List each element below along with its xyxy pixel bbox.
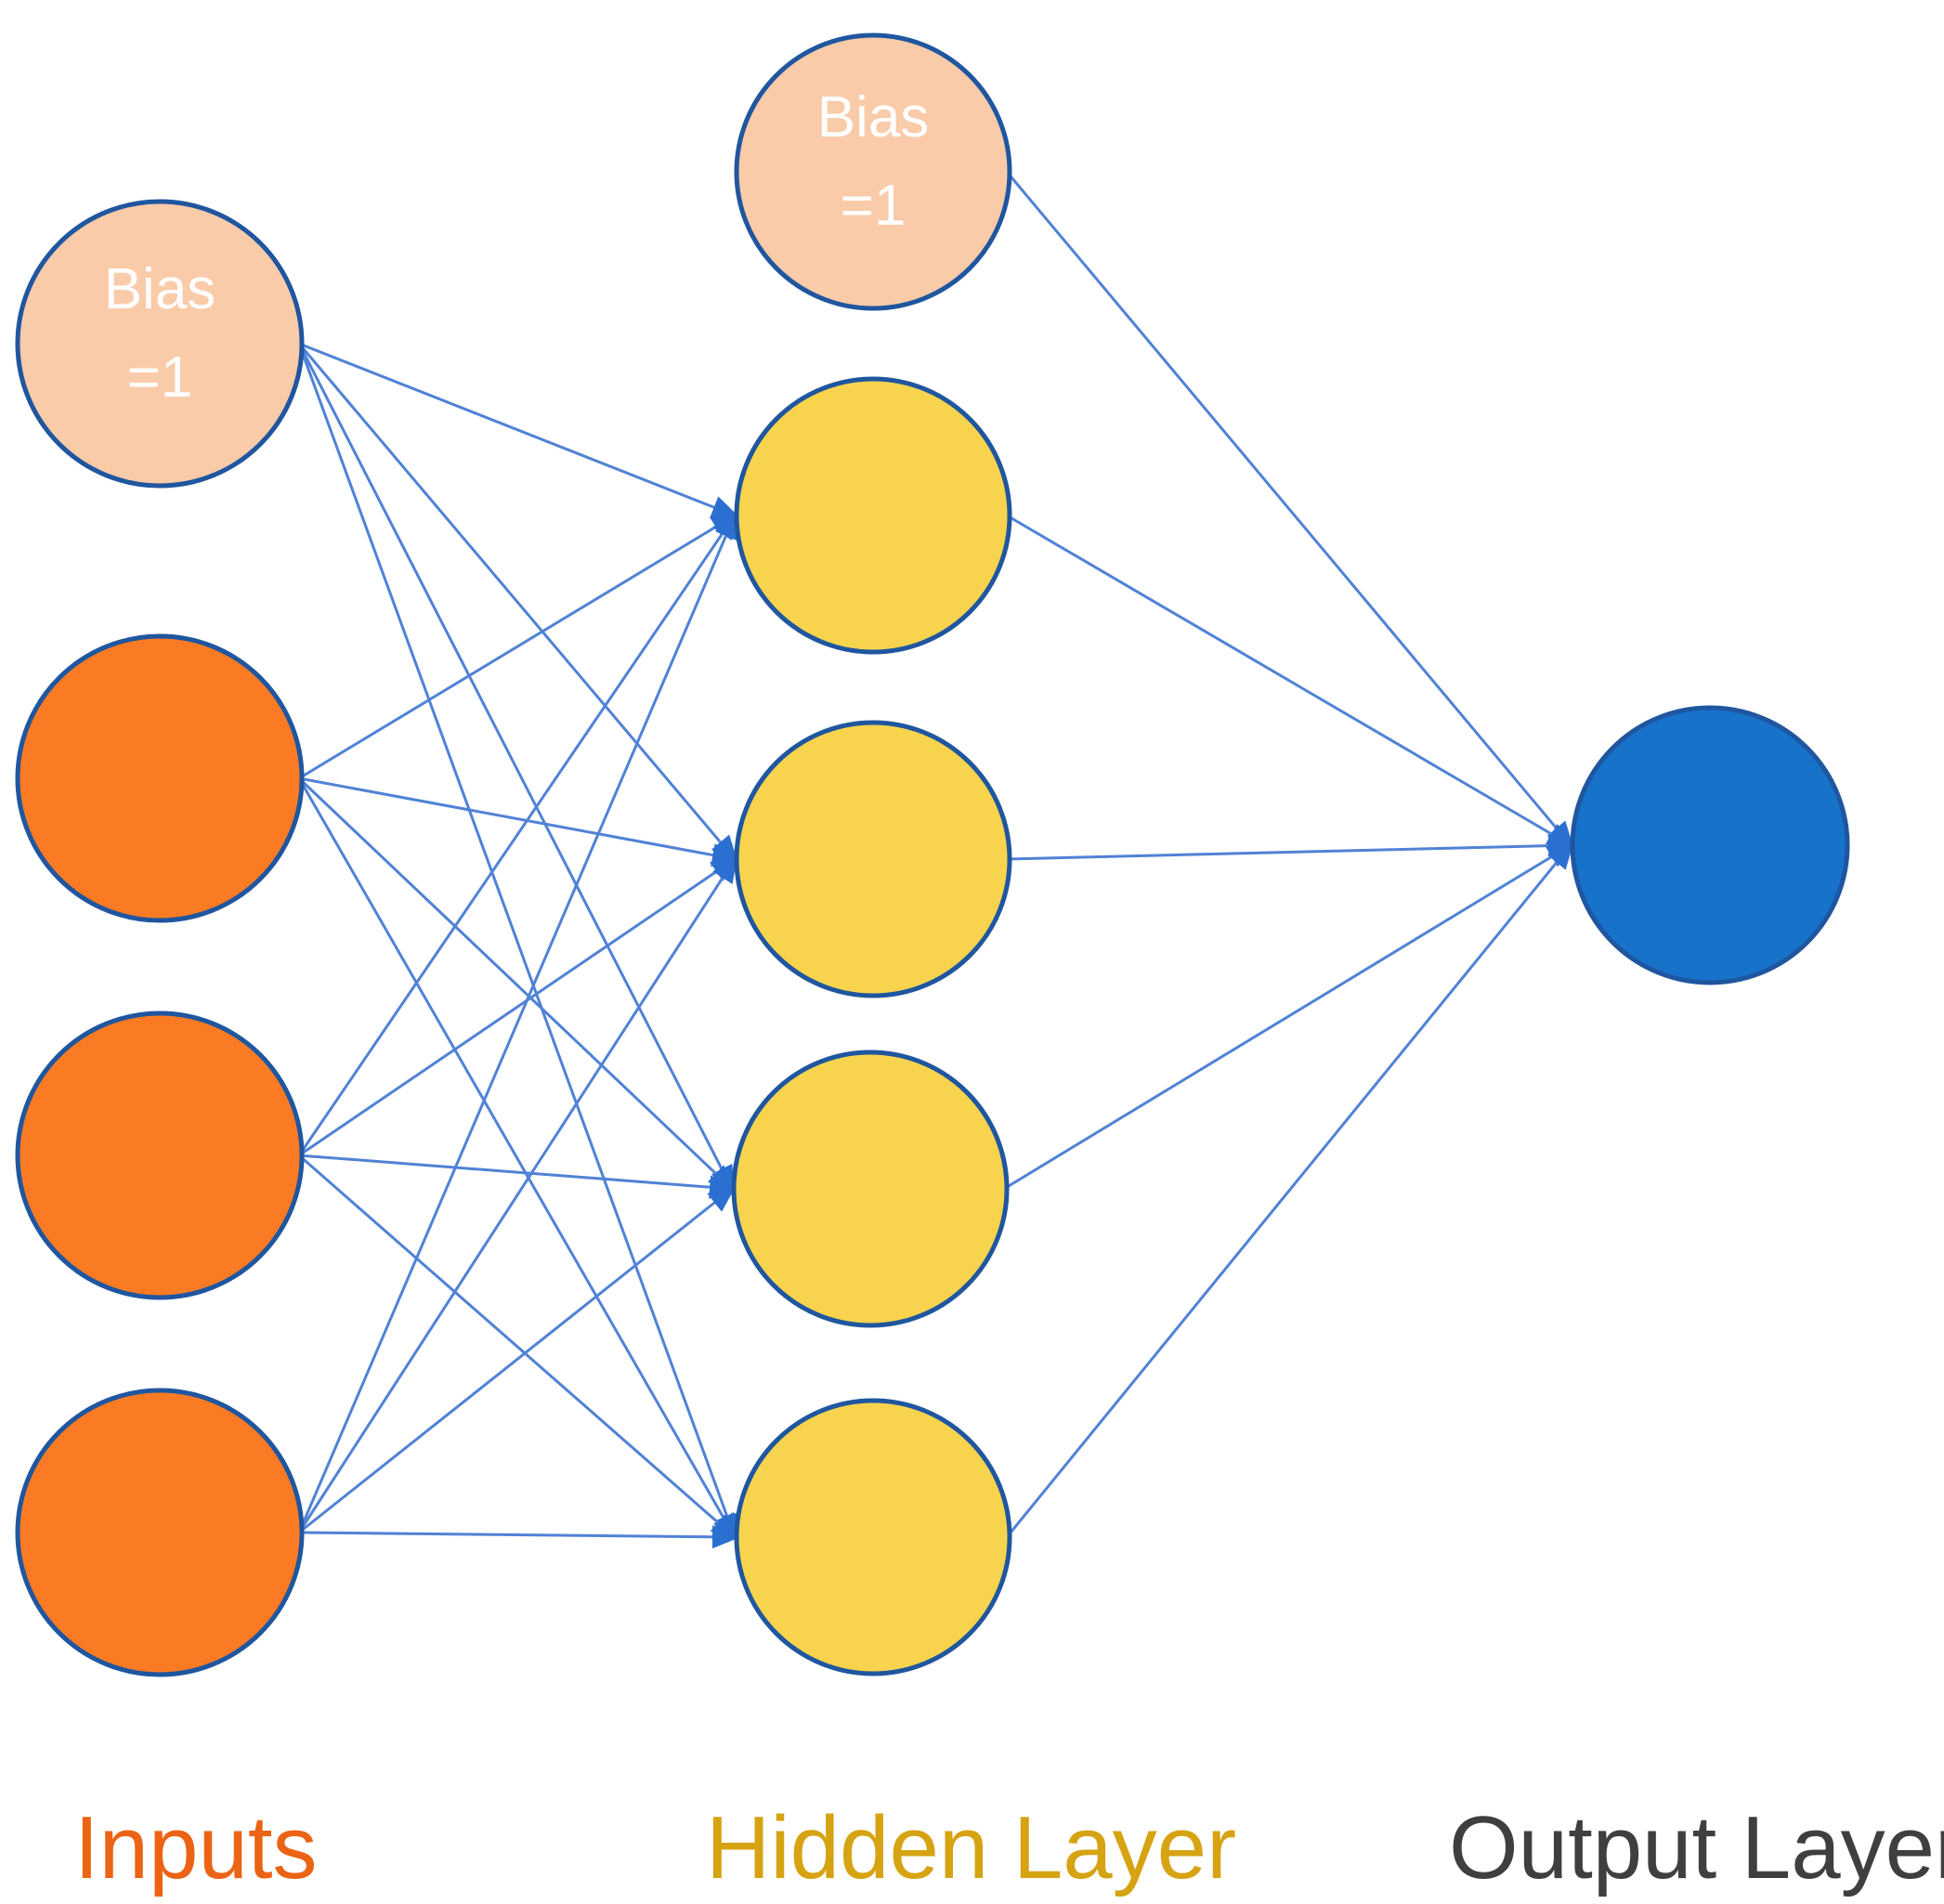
edge-input-2-to-hidden-1 (297, 511, 738, 1156)
edge-input-1-to-hidden-2 (298, 776, 740, 867)
input-1-node (15, 633, 305, 923)
edge-input-1-to-hidden-1 (298, 512, 740, 780)
edge-input-bias-to-hidden-3 (297, 343, 735, 1194)
edge-input-bias-to-hidden-2 (297, 343, 738, 864)
edge-input-bias-to-hidden-1 (298, 342, 740, 518)
edge-input-1-to-hidden-3 (297, 776, 737, 1193)
edge-input-2-to-hidden-4 (298, 1154, 739, 1541)
output-layer-label: Output Layer (1449, 1798, 1944, 1897)
inputs-layer-label: Inputs (74, 1798, 318, 1897)
hidden-3-node (731, 1050, 1010, 1328)
edge-input-3-to-hidden-1 (297, 510, 737, 1533)
edge-input-2-to-hidden-3 (298, 1154, 737, 1199)
input-3-node (15, 1388, 305, 1677)
hidden-layer-label: Hidden Layer (706, 1798, 1237, 1897)
edge-hidden-3-to-output-1 (1003, 841, 1576, 1191)
hidden-bias-node (734, 33, 1012, 311)
edge-input-2-to-hidden-2 (298, 855, 739, 1157)
edge-input-1-to-hidden-4 (297, 777, 737, 1543)
edge-hidden-bias-to-output-1 (1005, 171, 1574, 850)
input-bias-node (15, 199, 305, 489)
hidden-1-node (734, 376, 1012, 655)
edge-hidden-2-to-output-1 (1006, 833, 1576, 861)
hidden-2-node (734, 720, 1012, 998)
edge-input-3-to-hidden-3 (298, 1185, 737, 1534)
edge-input-3-to-hidden-4 (298, 1525, 740, 1549)
hidden-bias-label: Bias=1 (817, 85, 930, 238)
input-2-node (15, 1011, 305, 1300)
edges-group (297, 171, 1576, 1549)
edge-hidden-1-to-output-1 (1006, 514, 1576, 849)
edge-input-3-to-hidden-2 (297, 854, 738, 1533)
hidden-4-node (734, 1398, 1012, 1676)
input-bias-label: Bias=1 (104, 257, 216, 410)
edge-hidden-4-to-output-1 (1005, 841, 1574, 1538)
output-1-node (1570, 705, 1850, 985)
edge-input-bias-to-hidden-4 (297, 343, 738, 1543)
